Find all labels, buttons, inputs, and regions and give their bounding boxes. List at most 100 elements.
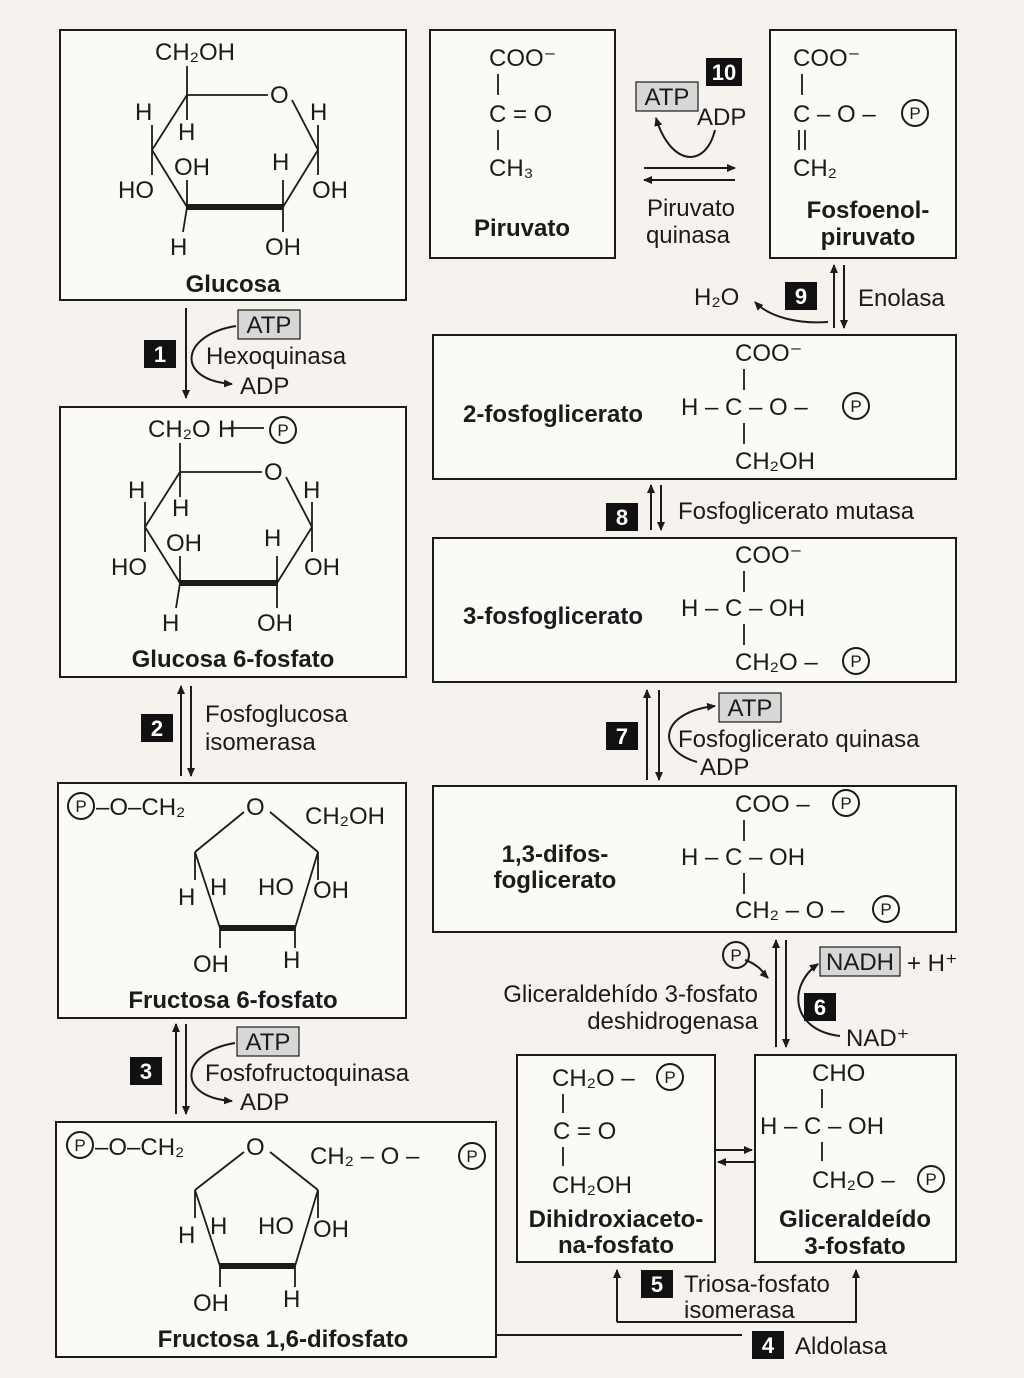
f16bp-oh: OH [193, 1290, 229, 1317]
proton-label: + H⁺ [907, 950, 958, 977]
phosphate-label: P [850, 652, 861, 671]
step-number: 5 [651, 1272, 663, 1297]
cofactor-box [635, 81, 699, 112]
cofactor-in: ADP [697, 104, 746, 131]
step-number-badge [752, 1331, 784, 1359]
bpg13-box [432, 785, 957, 933]
g6p-ch2o: CH₂O [148, 416, 211, 443]
step-number-badge [141, 714, 173, 742]
step-number-badge [144, 340, 176, 368]
enzyme-name: Hexoquinasa [206, 343, 347, 370]
step-7: 7 ATP Fosfoglicerato quinasa ADP [606, 689, 920, 781]
g6p-box [59, 406, 407, 678]
cofactor-out: ADP [240, 373, 289, 400]
f6p-h: H [210, 874, 227, 901]
phosphate-label: P [75, 797, 86, 816]
g6p-oh: OH [166, 530, 202, 557]
pep-label-line2: piruvato [821, 224, 916, 251]
f6p-h: H [283, 947, 300, 974]
gap-structure: CHO H – C – OH CH₂O – P [760, 1060, 945, 1194]
pyruvate-coo: COO⁻ [489, 45, 556, 72]
pg2-coo: COO⁻ [735, 340, 802, 367]
enzyme-name: Aldolasa [795, 1333, 888, 1360]
dhap-ch2oh: CH₂OH [552, 1172, 632, 1199]
step-number: 8 [616, 505, 628, 530]
step-10: 10 ATP ADP Piruvato quinasa [635, 58, 746, 249]
glucose-h: H [170, 234, 187, 261]
g6p-structure: CH₂O H P O H H H OH H HO OH H OH [111, 416, 340, 637]
f16bp-ring-oxygen: O [246, 1134, 265, 1161]
pg2-label: 2-fosfoglicerato [463, 401, 643, 428]
step-number: 7 [616, 724, 628, 749]
cofactor-out: ADP [240, 1089, 289, 1116]
cofactor-out: ATP [645, 84, 690, 111]
step-2: 2 Fosfoglucosa isomerasa [141, 685, 348, 777]
gap-ch2o: CH₂O – [812, 1167, 895, 1194]
phosphate-label: P [925, 1170, 936, 1189]
g6p-oh: OH [304, 554, 340, 581]
phosphate-label: P [74, 1136, 85, 1155]
cofactor-in: ATP [247, 312, 292, 339]
f6p-h: H [178, 884, 195, 911]
g6p-ring-oxygen: O [264, 459, 283, 486]
phosphate-symbol [656, 1063, 684, 1091]
pep-structure: COO⁻ C – O – P CH₂ [793, 45, 929, 182]
step-number: 2 [151, 716, 163, 741]
cofactor-box [236, 1026, 300, 1057]
step-number-badge [606, 503, 638, 531]
dhap-label-line2: na-fosfato [558, 1232, 674, 1259]
step-number: 10 [712, 60, 736, 85]
enzyme-name: quinasa [646, 222, 731, 249]
phosphate-symbol [458, 1142, 486, 1170]
step-number-badge [606, 722, 638, 750]
dhap-label-line1: Dihidroxiaceto- [529, 1206, 704, 1233]
step-number-badge [641, 1270, 673, 1298]
pyruvate-structure: COO⁻ C = O CH₃ [489, 45, 556, 182]
f16bp-box [55, 1121, 497, 1358]
glucose-ring-oxygen: O [270, 82, 289, 109]
glucose-oh: OH [312, 177, 348, 204]
dhap-ch2o: CH₂O – [552, 1065, 635, 1092]
water-label: H₂O [694, 284, 739, 311]
gap-hcoh: H – C – OH [760, 1113, 884, 1140]
dhap-box [516, 1054, 716, 1263]
step-number: 1 [154, 342, 166, 367]
f6p-label: Fructosa 6-fosfato [128, 987, 337, 1014]
f6p-oh: OH [193, 951, 229, 978]
bpg13-coo: COO – [735, 791, 810, 818]
step-6: P NADH + H⁺ 6 NAD⁺ Gliceraldehído 3-fosf… [503, 939, 958, 1052]
cofactor-box [718, 692, 782, 723]
phosphate-symbol [66, 1131, 94, 1159]
phosphate-label: P [277, 421, 288, 440]
phosphate-symbol [901, 99, 929, 127]
step-3: 3 ATP Fosfofructoquinasa ADP [130, 1023, 410, 1116]
step-number-badge [804, 993, 836, 1021]
bpg13-label-line1: 1,3-difos- [502, 841, 609, 868]
glucose-h: H [178, 119, 195, 146]
dhap-c-o: C = O [553, 1118, 616, 1145]
enzyme-name: Fosfoglucosa [205, 701, 348, 728]
glucose-label: Glucosa [186, 271, 281, 298]
gap-label-line2: 3-fosfato [804, 1233, 905, 1260]
bpg13-structure: COO – P H – C – OH CH₂ – O – P [681, 789, 900, 924]
dhap-structure: CH₂O – P C = O CH₂OH [552, 1063, 684, 1199]
phosphate-symbol [842, 392, 870, 420]
glucose-oh: OH [265, 234, 301, 261]
enzyme-name: Fosfofructoquinasa [205, 1060, 410, 1087]
pg3-structure: COO⁻ H – C – OH CH₂O – P [681, 542, 870, 676]
pyruvate-c-o: C = O [489, 101, 552, 128]
enzyme-name: Enolasa [858, 285, 945, 312]
cofactor-in: ATP [728, 695, 773, 722]
phosphate-symbol [67, 792, 95, 820]
cofactor-in: NAD⁺ [846, 1025, 909, 1052]
pep-coo: COO⁻ [793, 45, 860, 72]
bpg13-label-line2: foglicerato [494, 867, 617, 894]
phosphate-label: P [664, 1068, 675, 1087]
cofactor-out: ADP [700, 754, 749, 781]
g6p-h: H [303, 477, 320, 504]
cofactor-out: NADH [826, 949, 894, 976]
enzyme-name: isomerasa [684, 1297, 795, 1324]
pep-label-line1: Fosfoenol- [807, 197, 930, 224]
bpg13-ch2o: CH₂ – O – [735, 897, 845, 924]
